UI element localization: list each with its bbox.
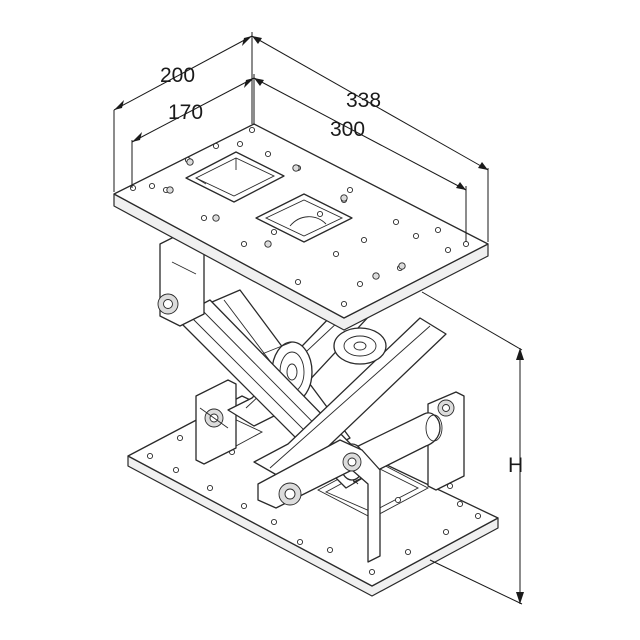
top-opening-right (255, 193, 353, 243)
top-plate-bolts (166, 158, 406, 280)
dim-label-170: 170 (168, 101, 203, 124)
dim-line-300 (253, 77, 467, 191)
dimension-lines (113, 32, 524, 605)
dim-line-170 (131, 77, 255, 143)
top-plate (113, 123, 489, 331)
dim-label-200: 200 (160, 64, 195, 87)
dim-label-height: H (508, 454, 523, 477)
dim-line-338 (251, 35, 489, 171)
dim-label-338: 338 (346, 89, 381, 112)
rear-bracket-left (195, 379, 237, 465)
dim-label-300: 300 (330, 118, 365, 141)
top-opening-left (185, 151, 285, 203)
base-holes (146, 406, 482, 576)
front-bracket (257, 439, 381, 563)
upper-bracket-left (157, 231, 205, 327)
rear-bracket-right (427, 391, 465, 491)
dim-line-200 (113, 35, 253, 111)
upper-roller-right (333, 327, 387, 365)
